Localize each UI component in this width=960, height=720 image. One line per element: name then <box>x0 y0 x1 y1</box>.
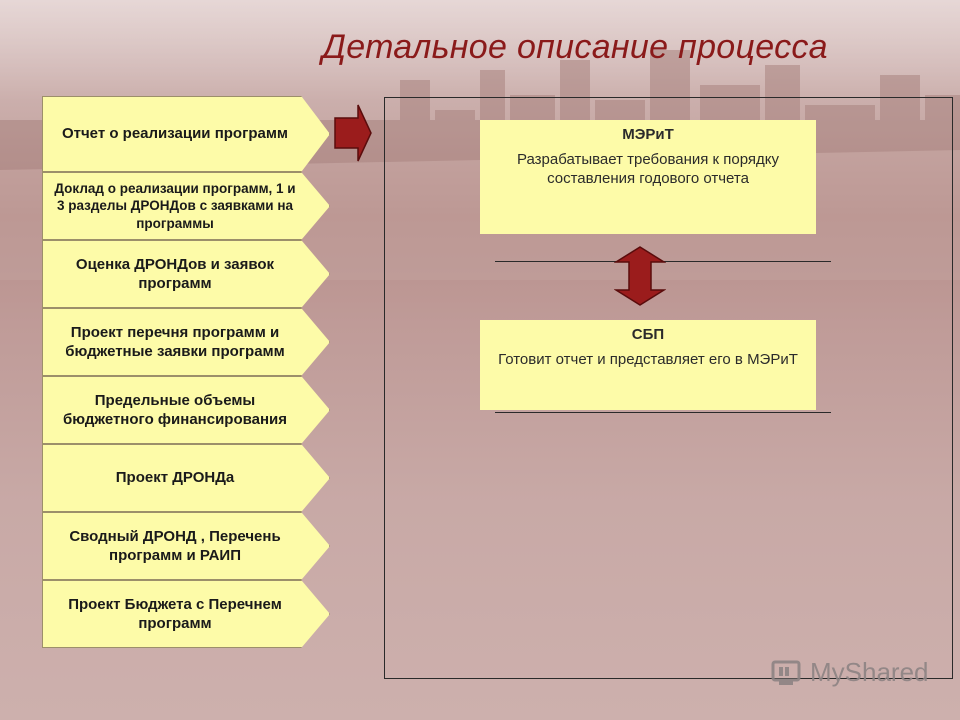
step-label: Отчет о реализации программ <box>61 125 289 143</box>
step-label: Доклад о реализации программ, 1 и 3 разд… <box>54 180 296 231</box>
card-merit-body: Разрабатывает требования к порядку соста… <box>516 151 780 187</box>
step-label: Проект ДРОНДа <box>115 469 235 487</box>
card-sbp-heading: СБП <box>631 326 665 343</box>
myshared-logo-icon <box>771 660 801 685</box>
step-label: Проект перечня программ и бюджетные заяв… <box>65 323 285 361</box>
step-budget-project[interactable]: Проект Бюджета с Перечнем программ <box>42 580 330 648</box>
step-label: Сводный ДРОНД , Перечень программ и РАИП <box>69 527 281 565</box>
step-project-list[interactable]: Проект перечня программ и бюджетные заяв… <box>42 308 330 376</box>
step-report[interactable]: Отчет о реализации программ <box>42 96 330 172</box>
step-limits[interactable]: Предельные объемы бюджетного финансирова… <box>42 376 330 444</box>
step-label: Проект Бюджета с Перечнем программ <box>68 595 282 633</box>
watermark-text: MyShared <box>810 656 929 687</box>
card-sbp-body: Готовит отчет и представляет его в МЭРиТ <box>498 351 798 368</box>
page-title: Детальное описание процесса <box>322 28 828 66</box>
step-evaluation[interactable]: Оценка ДРОНДов и заявок программ <box>42 240 330 308</box>
step-label: Оценка ДРОНДов и заявок программ <box>75 255 275 293</box>
step-doklad[interactable]: Доклад о реализации программ, 1 и 3 разд… <box>42 172 330 240</box>
card-merit-heading: МЭРиТ <box>622 126 674 143</box>
card-sbp: СБП Готовит отчет и представляет его в М… <box>480 320 816 410</box>
step-drond-project[interactable]: Проект ДРОНДа <box>42 444 330 512</box>
watermark: MyShared <box>770 656 929 688</box>
card-merit: МЭРиТ Разрабатывает требования к порядку… <box>480 120 816 234</box>
pointer-arrow-icon <box>334 104 372 162</box>
separator-line-bottom <box>495 412 831 413</box>
step-label: Предельные объемы бюджетного финансирова… <box>62 391 288 429</box>
double-vertical-arrow-icon <box>614 246 666 306</box>
detail-panel <box>384 97 953 679</box>
step-consolidated[interactable]: Сводный ДРОНД , Перечень программ и РАИП <box>42 512 330 580</box>
